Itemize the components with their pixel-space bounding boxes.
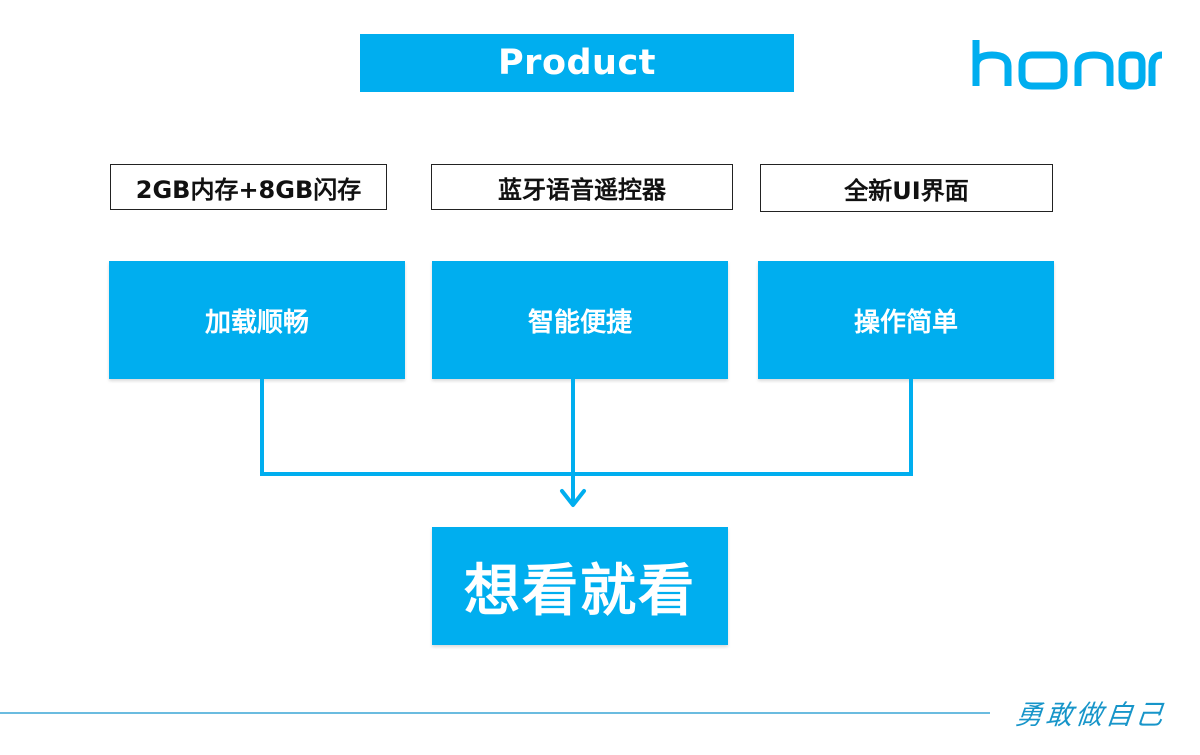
feature-ui-label: 全新UI界面 bbox=[844, 176, 969, 205]
honor-logo bbox=[972, 40, 1163, 90]
benefit-simple-operation: 操作简单 bbox=[758, 261, 1054, 379]
footer-slogan: 勇敢做自己 bbox=[994, 690, 1189, 734]
benefit-smart-convenient-label: 智能便捷 bbox=[527, 307, 632, 338]
feature-remote: 蓝牙语音遥控器 bbox=[431, 164, 733, 210]
result-watch-anytime-label: 想看就看 bbox=[464, 558, 696, 624]
product-title-banner: Product bbox=[360, 34, 794, 92]
arrow-head-icon bbox=[560, 489, 586, 507]
feature-memory: 2GB内存+8GB闪存 bbox=[110, 164, 387, 210]
benefit-smart-convenient: 智能便捷 bbox=[432, 261, 728, 379]
feature-memory-label: 2GB内存+8GB闪存 bbox=[135, 175, 362, 204]
benefit-smooth-loading: 加载顺畅 bbox=[109, 261, 405, 379]
benefit-smooth-loading-label: 加载顺畅 bbox=[204, 307, 309, 338]
footer-slogan-text: 勇敢做自己 bbox=[1014, 699, 1168, 731]
result-watch-anytime: 想看就看 bbox=[432, 527, 728, 645]
product-title: Product bbox=[498, 43, 656, 83]
feature-ui: 全新UI界面 bbox=[760, 164, 1053, 212]
benefit-simple-operation-label: 操作简单 bbox=[853, 307, 958, 338]
feature-remote-label: 蓝牙语音遥控器 bbox=[498, 175, 666, 204]
